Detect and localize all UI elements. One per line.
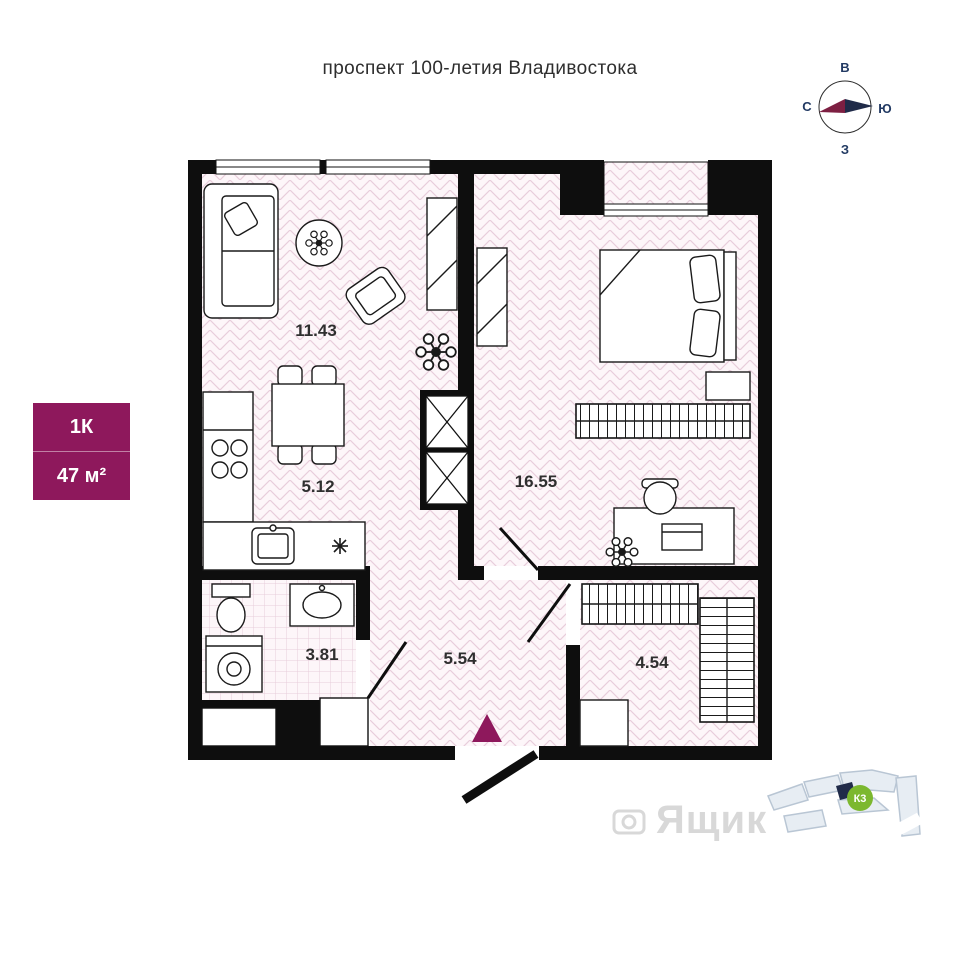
hallway-area-label: 5.54 bbox=[443, 649, 477, 668]
washing-machine bbox=[205, 635, 263, 693]
wall-left bbox=[188, 160, 202, 760]
dining-table bbox=[271, 383, 345, 447]
wardrobe-fittings bbox=[579, 583, 755, 747]
windows bbox=[215, 159, 709, 760]
headboard bbox=[723, 251, 737, 361]
bathroom-sink bbox=[289, 583, 355, 627]
badge-rooms-label: 1К bbox=[69, 415, 94, 438]
bed bbox=[599, 249, 737, 363]
compass-rose: В С Ю З bbox=[802, 60, 891, 157]
entrance-marker-icon bbox=[472, 714, 502, 742]
stove bbox=[211, 439, 248, 479]
watermark-text: Ящик bbox=[656, 798, 768, 842]
pillow bbox=[689, 308, 721, 358]
wall-living-bedroom bbox=[458, 174, 474, 580]
bedroom-door-leaf bbox=[498, 526, 540, 572]
site-buildings bbox=[766, 769, 921, 837]
burner-icon bbox=[332, 538, 348, 554]
wardrobe-unit bbox=[476, 247, 508, 347]
apartment-badge: 1К 47 м² bbox=[33, 403, 130, 500]
compass-circle bbox=[818, 80, 872, 134]
kitchen-counter-left bbox=[202, 391, 254, 523]
compass-label-right: Ю bbox=[878, 101, 891, 116]
nightstand bbox=[705, 371, 751, 401]
doors bbox=[366, 526, 572, 804]
compass-label-top: В bbox=[840, 60, 849, 75]
clothes-rail bbox=[581, 583, 699, 625]
bathroom-area-label: 3.81 bbox=[305, 645, 338, 664]
wardrobe-door-leaf bbox=[526, 583, 572, 643]
clothes-rail bbox=[699, 597, 755, 723]
shelf-unit bbox=[426, 197, 458, 311]
armchair bbox=[345, 266, 406, 325]
hallway-items bbox=[201, 697, 502, 747]
kitchen-sink bbox=[251, 524, 295, 565]
bedroom-floor bbox=[474, 174, 758, 566]
badge-divider bbox=[33, 451, 130, 452]
wall-pier-left bbox=[560, 160, 604, 215]
site-plan: К3 bbox=[758, 769, 923, 882]
hallway-floor bbox=[370, 566, 566, 746]
living-area-label: 11.43 bbox=[295, 321, 337, 340]
compass-needle-icon bbox=[819, 99, 845, 113]
living-room-furniture bbox=[203, 183, 458, 371]
niche bbox=[201, 707, 277, 747]
site-road bbox=[758, 812, 923, 882]
window bbox=[325, 159, 431, 175]
cabinet bbox=[579, 699, 629, 747]
toilet bbox=[211, 583, 251, 633]
bedroom-area-label: 16.55 bbox=[515, 472, 558, 491]
wall-bathroom-right bbox=[356, 580, 370, 640]
entrance-opening bbox=[455, 746, 539, 760]
sofa bbox=[203, 183, 279, 319]
kitchen-furniture bbox=[202, 365, 366, 571]
balcony-floor bbox=[603, 161, 709, 205]
clothes-rail bbox=[575, 403, 751, 439]
bathroom-door-leaf bbox=[366, 641, 408, 699]
watermark: Ящик bbox=[612, 798, 767, 843]
room-labels: 11.43 5.12 16.55 3.81 5.54 4.54 bbox=[295, 321, 669, 672]
pillow bbox=[689, 254, 721, 304]
desk-chair bbox=[641, 478, 679, 515]
building-badge-label: К3 bbox=[854, 793, 867, 805]
compass-label-left: С bbox=[802, 99, 812, 114]
bathroom-fixtures bbox=[205, 583, 355, 693]
compass: В С Ю З bbox=[795, 55, 899, 159]
laptop bbox=[661, 523, 703, 551]
badge-area-label: 47 м² bbox=[56, 464, 107, 487]
kitchen-area-label: 5.12 bbox=[301, 477, 334, 496]
vent-shaft bbox=[425, 395, 469, 505]
wardrobe-area-label: 4.54 bbox=[635, 653, 669, 672]
wall-hall-wardrobe bbox=[566, 645, 580, 746]
compass-label-bottom: З bbox=[841, 142, 849, 157]
compass-needle-icon bbox=[845, 99, 873, 113]
street-title: проспект 100-летия Владивостока bbox=[322, 58, 638, 79]
watermark-icon bbox=[612, 809, 646, 834]
cabinet bbox=[319, 697, 369, 747]
wall-right bbox=[758, 160, 772, 760]
bedroom-furniture bbox=[476, 247, 751, 568]
bedroom-door-opening bbox=[484, 566, 538, 580]
entrance-door-leaf bbox=[461, 750, 539, 804]
balcony-window bbox=[603, 203, 709, 217]
window bbox=[215, 159, 321, 175]
building-badge bbox=[847, 785, 873, 811]
